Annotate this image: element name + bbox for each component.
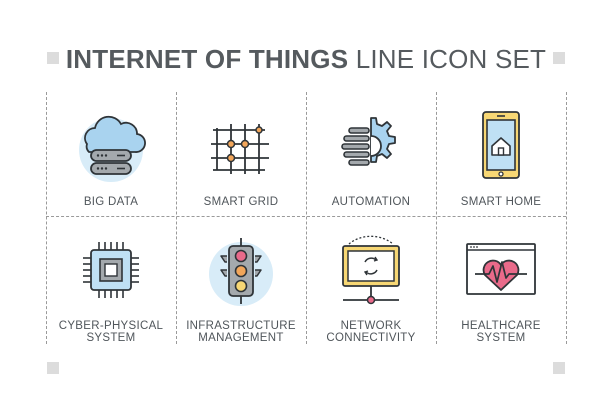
icon-cell-automation: AUTOMATION [306,92,436,216]
icon-cell-big-data: BIG DATA [46,92,176,216]
grid-divider [436,92,437,344]
smart-home-icon [461,106,541,186]
icon-cell-smart-home: SMART HOME [436,92,566,216]
corner-marker-bottom-right [553,362,565,374]
corner-marker-top-right [553,52,565,64]
grid-divider [306,92,307,344]
icon-label: NETWORK CONNECTIVITY [326,320,416,344]
healthcare-system-icon [461,230,541,310]
corner-marker-top-left [47,52,59,64]
icon-cell-cyber-physical-system: CYBER-PHYSICAL SYSTEM [46,216,176,344]
icon-label: HEALTHCARE SYSTEM [461,320,541,344]
network-connectivity-icon [331,230,411,310]
grid-divider [46,92,47,344]
grid-divider [176,92,177,344]
icon-label: SMART GRID [203,196,279,208]
automation-icon [331,106,411,186]
icon-label: INFRASTRUCTURE MANAGEMENT [186,320,296,344]
icon-label: CYBER-PHYSICAL SYSTEM [58,320,164,344]
cyber-physical-system-icon [71,230,151,310]
icon-cell-network-connectivity: NETWORK CONNECTIVITY [306,216,436,344]
icon-label: AUTOMATION [331,196,411,208]
title-light: LINE ICON SET [355,44,547,74]
grid-divider [46,216,566,217]
icon-label: BIG DATA [83,196,139,208]
infrastructure-management-icon [201,230,281,310]
icon-cell-infrastructure-management: INFRASTRUCTURE MANAGEMENT [176,216,306,344]
corner-marker-bottom-left [47,362,59,374]
grid-divider [566,92,567,344]
icon-cell-healthcare-system: HEALTHCARE SYSTEM [436,216,566,344]
title-bold: INTERNET OF THINGS [65,44,349,74]
icon-label: SMART HOME [460,196,542,208]
big-data-icon [71,106,151,186]
smart-grid-icon [201,106,281,186]
page-title: INTERNET OF THINGS LINE ICON SET [0,44,612,75]
icon-cell-smart-grid: SMART GRID [176,92,306,216]
